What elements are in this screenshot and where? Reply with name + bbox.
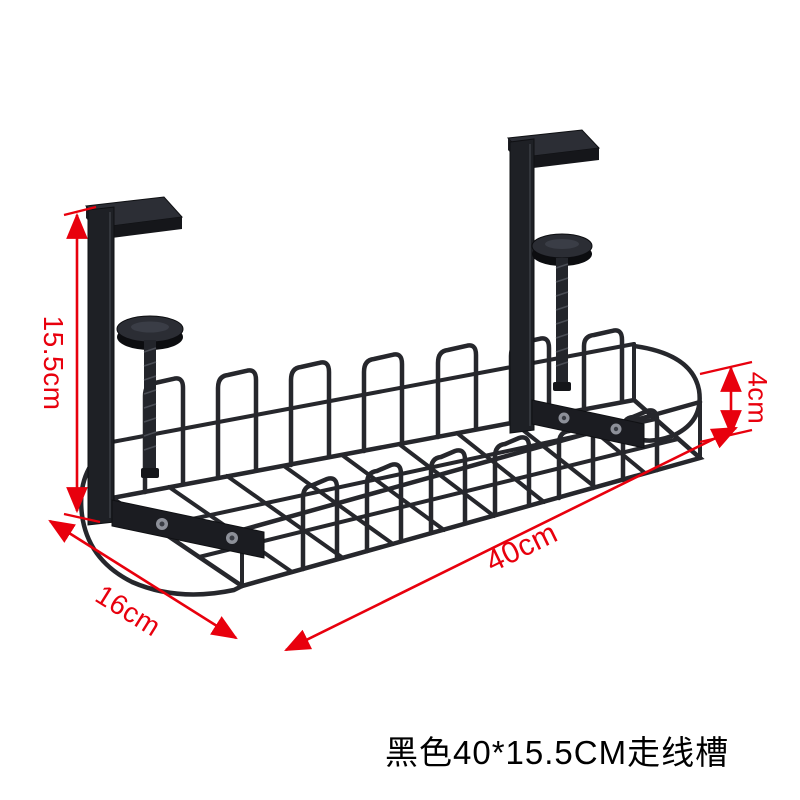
tray-side-rails	[110, 342, 703, 588]
clamp-threaded-rod	[141, 340, 159, 478]
dimension-label-side-height: 4cm	[742, 371, 773, 425]
clamp-threaded-rod	[553, 258, 571, 391]
desk-clamp-right	[506, 129, 645, 449]
dimension-line-length	[284, 426, 738, 652]
dimension-label-total-height: 15.5cm	[38, 315, 69, 411]
clamp-top-arm-edge	[104, 217, 182, 239]
product-caption: 黑色40*15.5CM走线槽	[385, 734, 730, 771]
wire-cable-tray	[78, 328, 705, 597]
dimension-lines	[48, 205, 753, 652]
dimension-line-depth	[48, 519, 238, 640]
clamp-top-arm-edge	[525, 148, 599, 169]
